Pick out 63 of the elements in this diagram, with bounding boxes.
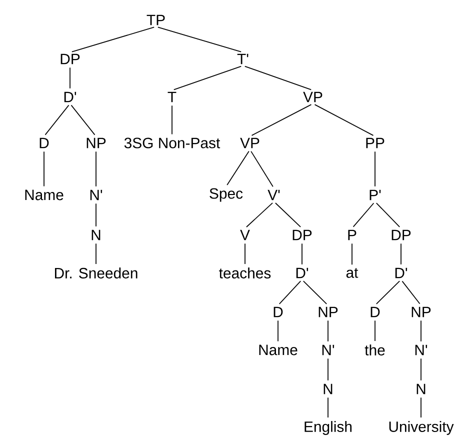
tree-label: N bbox=[324, 384, 332, 394]
tree-label: N' bbox=[322, 344, 334, 356]
tree-branch bbox=[251, 104, 312, 136]
tree-branch bbox=[226, 150, 250, 186]
tree-label: T bbox=[168, 92, 176, 102]
tree-label: N' bbox=[415, 344, 428, 356]
tree-branch bbox=[314, 104, 374, 136]
tree-branch bbox=[250, 150, 274, 188]
tree-label: Spec bbox=[210, 188, 243, 202]
tree-label: the bbox=[364, 344, 385, 356]
tree-branch bbox=[71, 26, 155, 52]
tree-label: D bbox=[370, 306, 380, 318]
tree-label: DP bbox=[60, 54, 80, 64]
tree-branch bbox=[400, 243, 402, 265]
tree-label: Name bbox=[259, 344, 298, 356]
tree-branch bbox=[420, 397, 422, 418]
tree-label: NP bbox=[318, 306, 338, 318]
tree-branch bbox=[402, 280, 420, 304]
tree-label: DP bbox=[292, 230, 312, 240]
tree-label: D' bbox=[64, 92, 76, 102]
tree-branch bbox=[244, 243, 246, 264]
tree-label: VP bbox=[303, 92, 322, 102]
tree-branch bbox=[376, 202, 400, 228]
tree-label: T' bbox=[237, 54, 248, 64]
tree-label: Name bbox=[25, 190, 64, 200]
tree-label: P' bbox=[370, 190, 381, 200]
tree-branch bbox=[173, 66, 242, 90]
tree-label: Dr. Sneeden bbox=[55, 268, 138, 278]
tree-label: D' bbox=[395, 268, 408, 278]
tree-label: N bbox=[92, 230, 100, 240]
tree-branch bbox=[275, 202, 302, 228]
tree-label: DP bbox=[392, 230, 411, 240]
tree-branch bbox=[157, 26, 242, 52]
tree-branch bbox=[352, 202, 374, 228]
tree-branch bbox=[420, 358, 422, 381]
tree-branch bbox=[70, 104, 96, 136]
tree-label: P bbox=[348, 230, 356, 240]
tree-label: teaches bbox=[219, 268, 271, 278]
tree-branch bbox=[374, 151, 376, 187]
tree-label: V bbox=[240, 230, 250, 240]
tree-label: English bbox=[304, 421, 352, 435]
tree-branch bbox=[374, 320, 376, 342]
tree-branch bbox=[302, 280, 328, 304]
tree-label: N bbox=[416, 384, 426, 394]
tree-branch bbox=[244, 66, 312, 90]
tree-label: University bbox=[389, 421, 454, 435]
tree-label: D bbox=[40, 138, 49, 148]
tree-label: TP bbox=[146, 14, 165, 26]
tree-branch bbox=[420, 320, 422, 342]
tree-branch bbox=[44, 104, 70, 136]
tree-label: D bbox=[274, 306, 283, 318]
tree-label: N' bbox=[90, 190, 102, 200]
tree-label: NP bbox=[412, 306, 431, 318]
tree-label: VP bbox=[240, 138, 260, 148]
tree-label: at bbox=[346, 268, 358, 278]
tree-label: 3SG Non-Past bbox=[124, 138, 220, 148]
tree-label: PP bbox=[366, 138, 384, 148]
tree-label: NP bbox=[86, 138, 106, 148]
tree-branch bbox=[376, 280, 400, 304]
tree-label: V' bbox=[268, 190, 280, 200]
tree-label: D' bbox=[296, 268, 308, 278]
tree-branch bbox=[278, 280, 302, 304]
tree-branch bbox=[246, 202, 273, 228]
